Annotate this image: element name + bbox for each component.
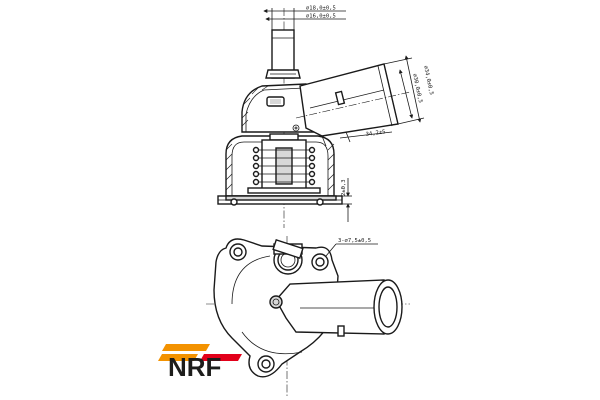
dim-d2-label: ∅16,0±0,5	[306, 14, 336, 20]
side-section-view: ∅18,0±0,5 ∅16,0±0,5 ∅34,0±0,5 ∅30,0±0,5 …	[217, 6, 434, 228]
bolt-hole-top-right	[311, 253, 329, 271]
bolt-hole-top-left	[229, 243, 247, 261]
dim-holes-label: 3-∅7,5±0,5	[338, 238, 371, 244]
upper-spigot	[265, 29, 301, 79]
small-spigot-top	[272, 239, 304, 275]
thermostat-insert	[247, 133, 321, 194]
large-pipe-top	[275, 279, 403, 337]
dim-len-label: 34,2±5	[365, 129, 386, 138]
top-plan-view: 3-∅7,5±0,5	[206, 236, 410, 396]
dim-h-label: 2±0,3	[341, 179, 347, 196]
upper-housing	[241, 83, 317, 133]
bolt-hole-bottom	[257, 355, 275, 373]
angled-outlet-pipe	[295, 63, 411, 137]
nrf-logo: NRF	[158, 344, 242, 382]
dim-d1-label: ∅18,0±0,5	[306, 6, 336, 12]
dim-flange-height: 2±0,3	[341, 178, 352, 222]
dim-d3-label: ∅34,0±0,5	[422, 65, 434, 95]
logo-text: NRF	[168, 352, 221, 382]
valve-seat	[269, 295, 283, 309]
dim-top-diameters: ∅18,0±0,5 ∅16,0±0,5	[263, 6, 346, 30]
dim-pipe-length: 34,2±5	[321, 129, 393, 147]
dim-bolt-holes: 3-∅7,5±0,5	[325, 238, 378, 257]
logo-stripes	[158, 344, 242, 361]
